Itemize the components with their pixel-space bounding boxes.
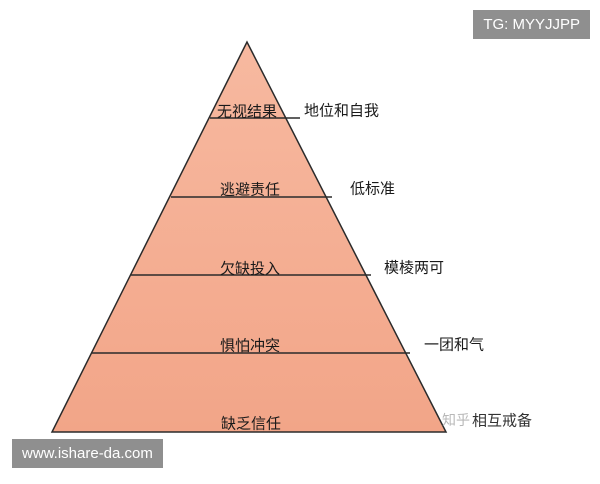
level-3-side-label: 模棱两可 [384, 258, 445, 277]
site-watermark-badge: www.ishare-da.com [12, 439, 163, 468]
level-4-label: 惧怕冲突 [219, 336, 281, 355]
tg-watermark-badge: TG: MYYJJPP [473, 10, 590, 39]
level-4-side-label: 一团和气 [424, 335, 485, 354]
level-1-label: 无视结果 [216, 102, 278, 121]
level-2-side-label: 低标准 [350, 179, 396, 198]
level-3-label: 欠缺投入 [219, 259, 281, 278]
pyramid-body [50, 40, 448, 433]
level-5-label: 缺乏信任 [220, 414, 282, 433]
level-5-side-label: 相互戒备 [472, 411, 533, 430]
zhihu-watermark: 知乎 [442, 413, 470, 429]
level-2-label: 逃避责任 [219, 180, 281, 199]
level-1-side-label: 地位和自我 [304, 101, 380, 120]
